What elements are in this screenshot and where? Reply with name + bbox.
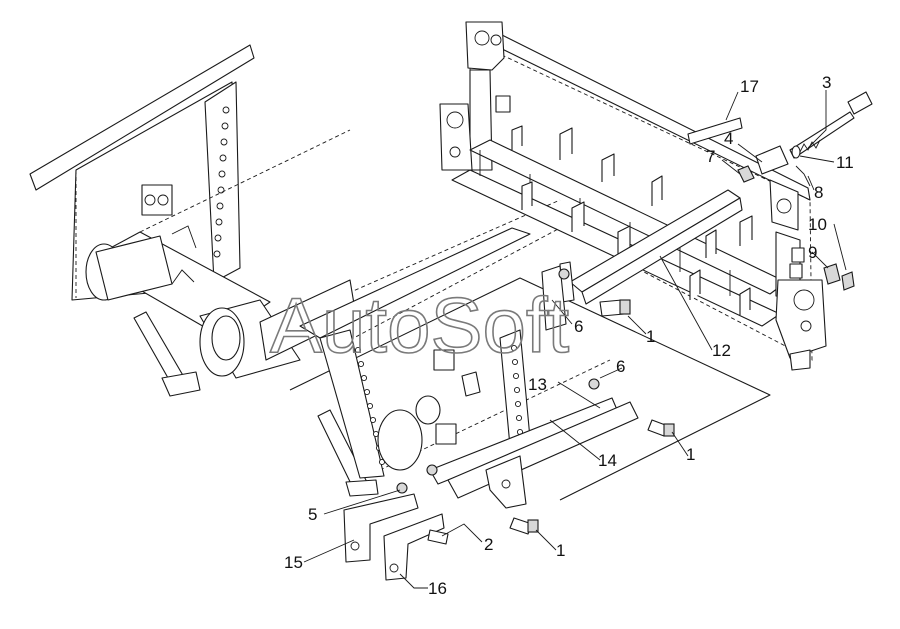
main-tube xyxy=(85,129,357,379)
callout-3: 3 xyxy=(822,73,831,92)
callout-17: 17 xyxy=(740,77,759,96)
callout-4: 4 xyxy=(724,129,733,148)
callout-14: 14 xyxy=(598,451,617,470)
part-16-bracket xyxy=(383,513,445,581)
nut-6a xyxy=(558,268,570,280)
right-upright-bracket xyxy=(769,179,827,371)
part-9-nut xyxy=(823,263,841,285)
callout-labels: 17 3 4 7 11 8 10 9 6 1 12 6 13 1 14 5 2 … xyxy=(284,73,854,598)
callout-6-lower: 6 xyxy=(616,357,625,376)
callout-1-middle: 1 xyxy=(686,445,695,464)
part-14-bar xyxy=(447,401,639,509)
callout-6-upper: 6 xyxy=(574,317,583,336)
callout-10: 10 xyxy=(808,215,827,234)
bolt-1b xyxy=(647,419,675,437)
part-12-long-bar xyxy=(541,189,743,331)
main-frame xyxy=(289,27,813,501)
bolt-1c xyxy=(509,517,539,535)
callout-11: 11 xyxy=(836,153,854,172)
callout-16: 16 xyxy=(428,579,447,598)
left-side-panel xyxy=(29,44,255,301)
part-7-nut xyxy=(737,165,755,183)
part-17-strip xyxy=(687,117,743,145)
fasteners xyxy=(396,91,873,545)
callout-1-upper: 1 xyxy=(646,327,655,346)
part-8-pin xyxy=(795,165,811,187)
callout-13: 13 xyxy=(528,375,547,394)
callout-2: 2 xyxy=(484,535,493,554)
callout-15: 15 xyxy=(284,553,303,572)
bolt-2 xyxy=(427,529,449,545)
part-3-long-bolt xyxy=(789,91,873,159)
center-body xyxy=(299,227,533,479)
part-15-bracket xyxy=(343,493,419,563)
watermark-text: AutoSoft xyxy=(270,281,570,369)
leader-lines xyxy=(303,90,847,589)
lower-arm-links xyxy=(133,311,379,497)
callout-1-lower: 1 xyxy=(556,541,565,560)
part-4-sleeve xyxy=(755,145,789,175)
callout-8: 8 xyxy=(814,183,823,202)
callout-12: 12 xyxy=(712,341,731,360)
bolt-1a xyxy=(599,299,631,317)
nut-6b xyxy=(588,378,600,390)
part-10-cap xyxy=(841,271,855,291)
round-cover xyxy=(377,409,423,471)
callout-5: 5 xyxy=(308,505,317,524)
part-11-washer xyxy=(791,145,801,159)
left-upright-bracket xyxy=(439,21,511,171)
callout-9: 9 xyxy=(808,243,817,262)
callout-7: 7 xyxy=(706,147,715,166)
nut-5 xyxy=(396,482,408,494)
